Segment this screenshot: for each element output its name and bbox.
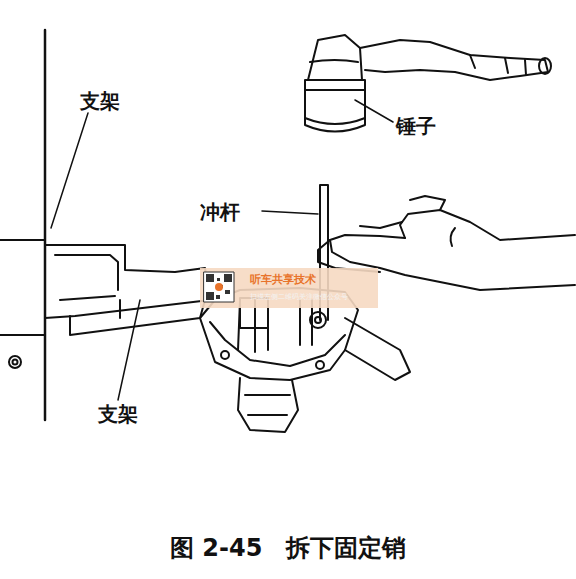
part-label: 冲杆 xyxy=(200,201,240,223)
watermark: 扫描左侧二维码关注微信公众号 xyxy=(250,292,348,302)
part-label: 支架 xyxy=(98,403,138,425)
part-label: 锤子 xyxy=(396,115,436,137)
part-label: 支架 xyxy=(80,90,120,112)
figure-caption: 图 2-45 拆下固定销 xyxy=(170,535,406,561)
watermark: 听车共享技术 xyxy=(250,272,316,287)
